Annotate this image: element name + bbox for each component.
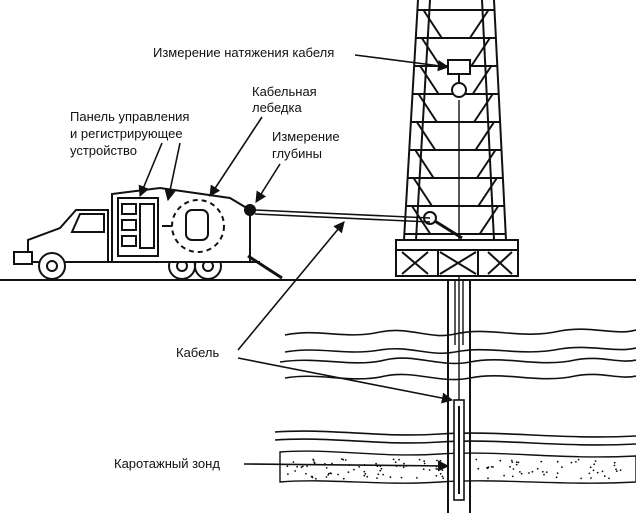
label-depth-line1: Измерение	[272, 129, 340, 144]
label-winch-line2: лебедка	[252, 100, 302, 115]
label-panel-line3: устройство	[70, 143, 137, 158]
label-winch: Кабельная лебедка	[209, 84, 317, 197]
label-cable-text: Кабель	[176, 345, 219, 360]
label-depth: Измерение глубины	[255, 129, 340, 203]
label-depth-line2: глубины	[272, 146, 322, 161]
logging-probe	[453, 399, 465, 501]
label-panel: Панель управления и регистрирующее устро…	[70, 109, 189, 202]
logging-truck	[13, 186, 283, 280]
label-winch-line1: Кабельная	[252, 84, 317, 99]
label-panel-line2: и регистрирующее	[70, 126, 183, 141]
label-probe-text: Каротажный зонд	[114, 456, 220, 471]
drilling-derrick	[395, 0, 519, 277]
surface-cable	[254, 209, 431, 223]
label-cable: Кабель	[176, 221, 454, 404]
label-tension: Измерение натяжения кабеля	[153, 45, 450, 72]
label-tension-text: Измерение натяжения кабеля	[153, 45, 334, 60]
label-probe: Каротажный зонд	[114, 456, 450, 472]
label-panel-line1: Панель управления	[70, 109, 189, 124]
